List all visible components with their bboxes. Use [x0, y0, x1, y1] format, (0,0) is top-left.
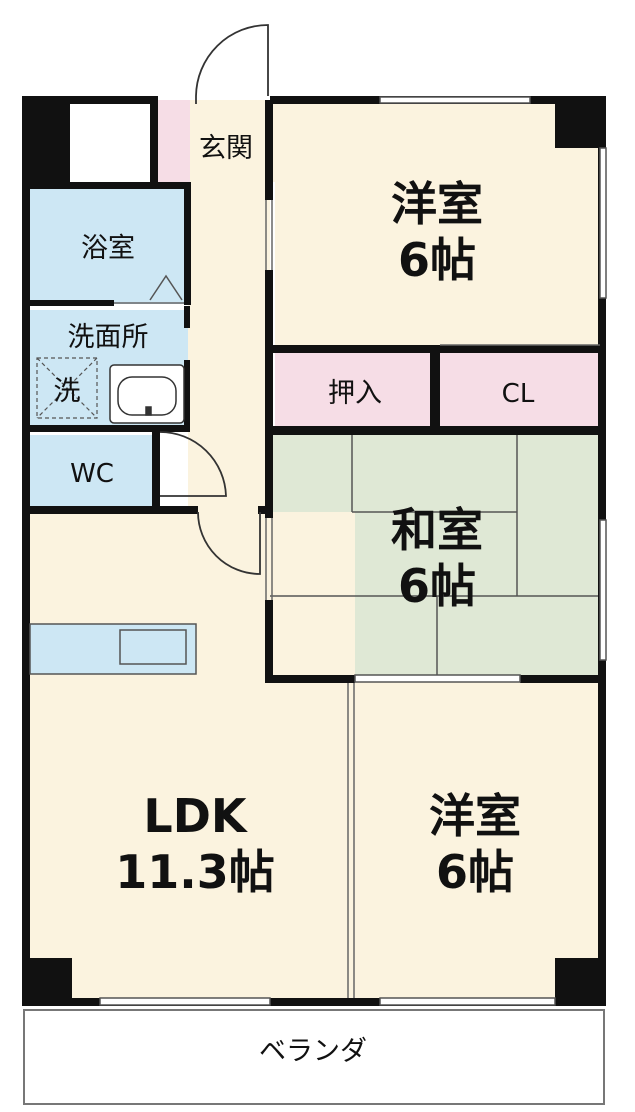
ldk-door [197, 511, 261, 575]
ldk-label: LDK [143, 789, 248, 843]
western-south-label: 洋室 [429, 789, 521, 843]
entrance-door [195, 24, 269, 97]
veranda-label: ベランダ [259, 1036, 367, 1067]
japanese-room-label: 和室 [391, 503, 483, 557]
windows [99, 96, 607, 1006]
western-north-size: 6帖 [398, 233, 476, 287]
ldk-size: 11.3帖 [115, 845, 275, 899]
western-room-north [275, 100, 603, 348]
western-north-label: 洋室 [391, 177, 483, 231]
wc-door [159, 431, 227, 497]
doors [159, 24, 269, 575]
entrance-floor [190, 100, 275, 182]
oshiire-label: 押入 [328, 378, 382, 409]
western-room-south [355, 680, 603, 1000]
kitchen-counter [29, 623, 197, 675]
wc-label: WC [70, 459, 114, 489]
western-south-size: 6帖 [436, 845, 514, 899]
drain-icon [149, 274, 183, 301]
japanese-room-size: 6帖 [398, 559, 476, 613]
bath-label: 浴室 [81, 233, 135, 264]
wash-basin-icon [109, 364, 185, 424]
closet-label: CL [502, 379, 535, 409]
sliding-partitions [114, 200, 600, 998]
veranda-area [23, 1009, 605, 1105]
wc-room [30, 435, 156, 510]
oshiire-closet [275, 350, 433, 428]
washroom-label: 洗面所 [68, 322, 149, 353]
cl-closet [440, 350, 603, 428]
washer-label: 洗 [54, 376, 81, 407]
hallway [188, 182, 270, 512]
washer-space [36, 357, 98, 419]
tatami-lines [270, 432, 603, 678]
entrance-label: 玄関 [199, 133, 253, 164]
